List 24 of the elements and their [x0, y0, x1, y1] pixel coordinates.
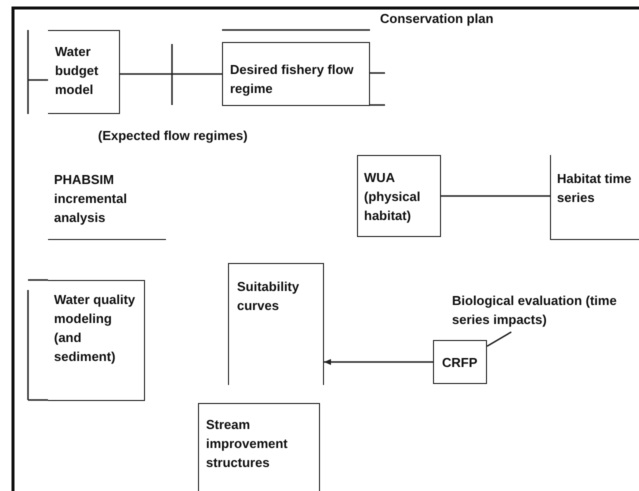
- process-box: [433, 340, 487, 384]
- process-box: [198, 403, 320, 491]
- node-text: Desired fishery flow regime: [230, 61, 355, 98]
- node-text: PHABSIM incremental analysis: [54, 171, 128, 227]
- node-text: WUA (physical habitat): [364, 169, 422, 225]
- node-text: Suitability curves: [237, 278, 300, 315]
- node-text: Water quality modeling (and sediment): [54, 291, 136, 366]
- node-text: Stream improvement structures: [206, 416, 289, 472]
- arrow: [324, 359, 433, 365]
- connector-line: [486, 331, 512, 347]
- node-text: Conservation plan: [380, 10, 494, 28]
- process-box: [228, 263, 324, 385]
- node-text: Biological evaluation (time series impacts): [452, 292, 618, 329]
- annotation-text: (Expected flow regimes): [98, 128, 248, 143]
- process-box: [48, 30, 120, 114]
- process-box: [550, 155, 639, 240]
- process-box: [48, 280, 145, 401]
- process-box: [222, 42, 370, 106]
- node-text: Habitat time series: [557, 170, 632, 207]
- connector-line: [441, 195, 550, 197]
- connector-line: [120, 73, 222, 75]
- node-text: Water budget model: [55, 43, 100, 99]
- node-text: CRFP: [442, 354, 478, 372]
- process-box: [357, 155, 441, 237]
